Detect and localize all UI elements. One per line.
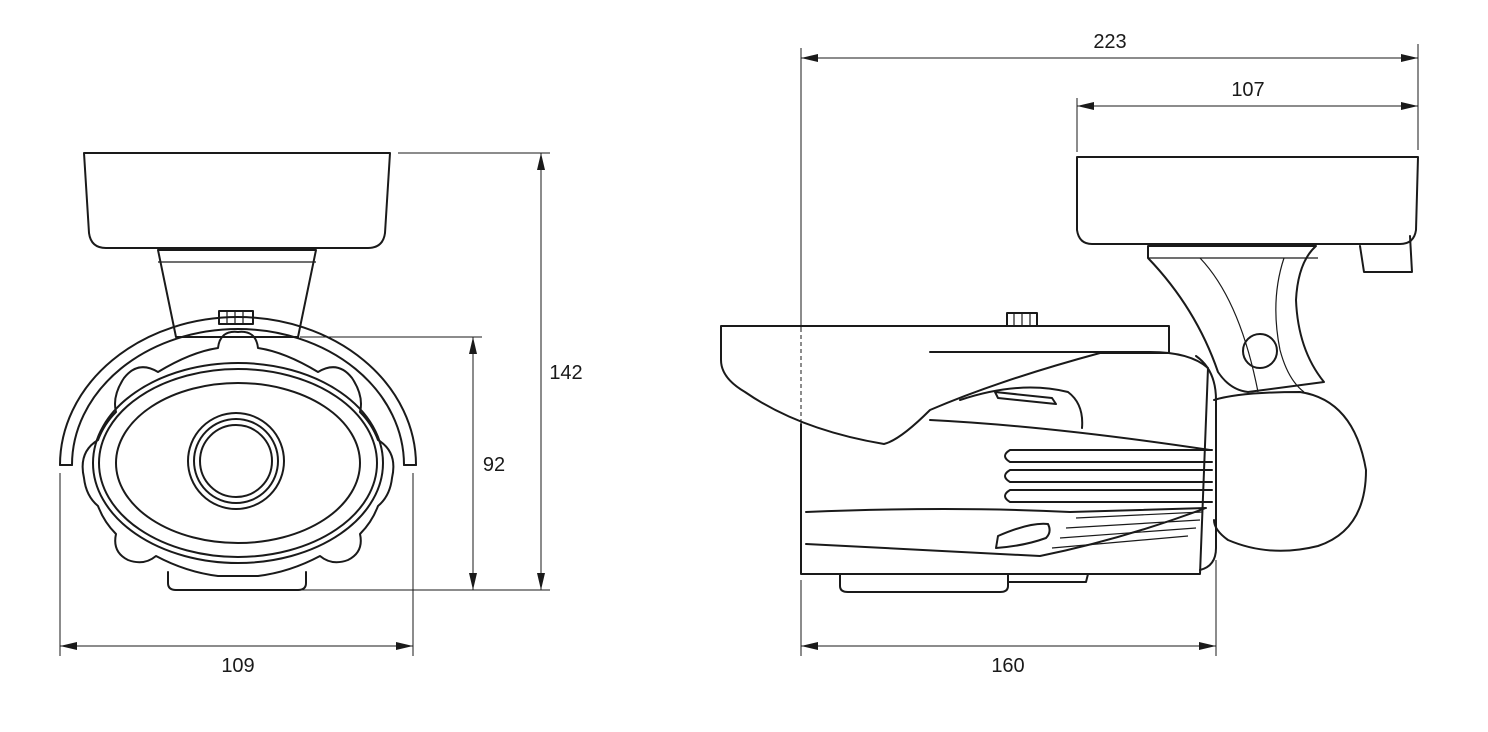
front-ring-3 bbox=[115, 382, 361, 544]
front-housing-lobed bbox=[81, 330, 395, 577]
side-fin-1 bbox=[1004, 449, 1213, 463]
side-mount-tab bbox=[1359, 235, 1413, 273]
side-ball-joint bbox=[1213, 391, 1367, 552]
front-lens-mid bbox=[193, 418, 279, 504]
front-view bbox=[59, 152, 417, 591]
side-body-contour-2 bbox=[959, 386, 1084, 429]
front-neck bbox=[157, 249, 317, 338]
front-ring-1 bbox=[92, 362, 384, 564]
side-lower-slot bbox=[995, 522, 1051, 549]
side-fin-3 bbox=[1004, 489, 1213, 503]
side-mount-base bbox=[1076, 156, 1419, 245]
side-fin-2 bbox=[1004, 469, 1213, 483]
side-view bbox=[720, 156, 1419, 593]
dim-label-92: 92 bbox=[483, 454, 505, 476]
dim-side-body-length: 160 bbox=[800, 560, 1217, 677]
front-sunshield-inner bbox=[71, 328, 405, 466]
side-lower-fin-1 bbox=[1075, 511, 1203, 519]
dim-side-bracket-length: 107 bbox=[1076, 79, 1418, 152]
dim-front-height-total: 142 bbox=[302, 152, 586, 591]
dim-front-width: 109 bbox=[59, 473, 414, 677]
front-sunshield-outer bbox=[59, 316, 417, 466]
side-lower-fin-3 bbox=[1059, 527, 1197, 539]
side-bottom-foot-1 bbox=[839, 573, 1009, 593]
front-ring-2 bbox=[98, 368, 378, 558]
dim-label-107: 107 bbox=[1231, 79, 1264, 101]
front-lens-inner bbox=[199, 424, 273, 498]
side-sunshield bbox=[720, 325, 1170, 445]
dim-front-height-body: 92 bbox=[300, 336, 516, 590]
side-bracket-knob bbox=[1242, 333, 1278, 369]
dim-label-160: 160 bbox=[991, 655, 1024, 677]
side-body-slot bbox=[994, 391, 1057, 405]
side-bracket-inner-1 bbox=[1199, 257, 1259, 393]
dim-side-length-total: 223 bbox=[800, 31, 1419, 330]
side-bracket-inner-2 bbox=[1275, 257, 1305, 393]
front-bottom-tab bbox=[167, 571, 307, 591]
side-body-contour-1 bbox=[929, 419, 1211, 451]
side-lower-fin-2 bbox=[1065, 519, 1201, 529]
front-mount-base bbox=[83, 152, 391, 249]
dim-label-142: 142 bbox=[549, 362, 582, 384]
side-bracket-arm bbox=[1147, 245, 1325, 393]
dim-label-109: 109 bbox=[221, 655, 254, 677]
side-bottom-foot-2 bbox=[1007, 573, 1089, 583]
side-lower-fin-4 bbox=[1051, 535, 1189, 549]
dim-label-223: 223 bbox=[1093, 31, 1126, 53]
front-lens-outer bbox=[187, 412, 285, 510]
